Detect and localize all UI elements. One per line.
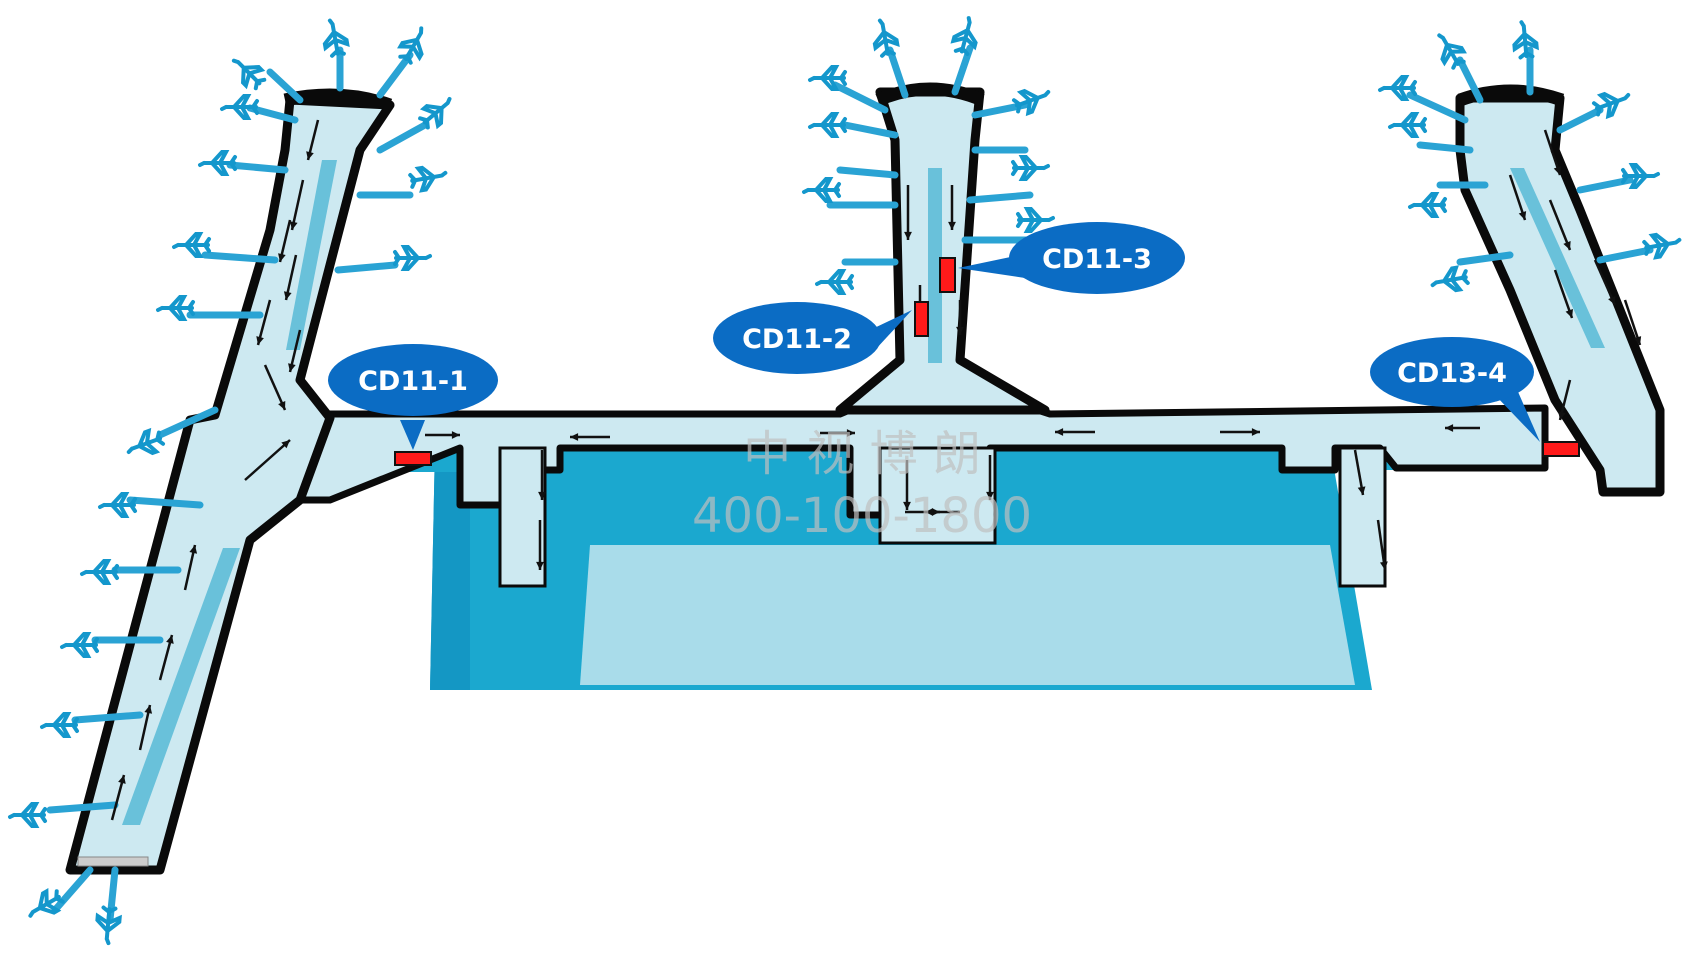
- airplane-icon: [1010, 81, 1055, 119]
- arrowhead: [1518, 211, 1527, 220]
- arrowhead: [283, 291, 292, 300]
- arrowhead: [538, 491, 546, 500]
- arrowhead: [1251, 428, 1260, 436]
- ad-marker-cd11-1[interactable]: [394, 451, 432, 466]
- flow-arrow-icon: [263, 364, 287, 411]
- airplane-icon: [1641, 229, 1684, 261]
- arrowhead: [903, 501, 911, 510]
- flow-arrow-icon: [1548, 199, 1572, 251]
- callout-label: CD11-2: [742, 324, 852, 355]
- watermark-brand: 中 视 博 朗: [743, 426, 981, 482]
- arrowhead: [1445, 424, 1454, 432]
- central-hall: [430, 445, 1372, 690]
- main-concourse: [296, 394, 1549, 588]
- airplane-icon: [8, 802, 47, 828]
- callout-label: CD13-4: [1397, 358, 1507, 389]
- airplane-icon: [220, 94, 259, 120]
- arrowhead: [288, 363, 296, 372]
- arrowhead: [925, 508, 934, 516]
- airplane-icon: [1408, 192, 1447, 218]
- arrowhead: [256, 336, 264, 345]
- arrowhead: [1379, 561, 1388, 570]
- arrowhead: [451, 431, 460, 439]
- airplane-icon: [869, 16, 901, 59]
- airplane-icon: [815, 269, 854, 295]
- airplane-icon: [93, 905, 123, 946]
- airplane-icon: [1388, 112, 1427, 138]
- airplane-icon: [393, 245, 432, 271]
- callout-label: CD11-1: [358, 366, 468, 397]
- ad-marker-cd13-4[interactable]: [1542, 441, 1580, 457]
- callout-label: CD11-3: [1042, 244, 1152, 275]
- arrowhead: [278, 253, 286, 262]
- center-pier: [835, 82, 1050, 415]
- airplane-icon: [407, 162, 450, 194]
- arrowhead: [1565, 309, 1573, 318]
- arrowhead: [1558, 411, 1566, 420]
- flow-arrow-icon: [1553, 269, 1574, 319]
- right-pier: [1455, 84, 1665, 497]
- airplane-icon: [802, 177, 841, 203]
- watermark: 中 视 博 朗 400-100-1800: [692, 426, 1032, 544]
- arrowhead: [1055, 428, 1064, 436]
- ad-marker-cd11-3[interactable]: [939, 257, 956, 293]
- arrowhead: [306, 151, 314, 160]
- airplane-icon: [60, 632, 99, 658]
- flow-arrow-icon: [290, 179, 305, 231]
- arrowhead: [278, 401, 286, 410]
- arrowhead: [1357, 486, 1366, 495]
- arrowhead: [904, 231, 912, 240]
- arrowhead: [289, 221, 298, 230]
- airplane-icon: [198, 150, 237, 176]
- airplane-icon: [40, 712, 79, 738]
- arrowhead: [144, 705, 153, 714]
- arrowhead: [1633, 336, 1642, 345]
- airplane-icon: [227, 51, 267, 91]
- left-pier-gates: [8, 16, 460, 946]
- center-pier-gates: [802, 13, 1055, 295]
- watermark-phone: 400-100-1800: [692, 488, 1032, 544]
- ad-marker-cd11-2[interactable]: [914, 301, 929, 337]
- callout-cd11-1[interactable]: CD11-1: [328, 344, 498, 450]
- callout-cd11-3[interactable]: CD11-3: [958, 222, 1185, 294]
- airplane-icon: [1011, 155, 1050, 181]
- arrowhead: [189, 545, 198, 554]
- arrowhead: [281, 440, 290, 449]
- flow-arrows: [110, 119, 1642, 821]
- callout-cd11-2[interactable]: CD11-2: [713, 302, 912, 374]
- arrowhead: [1563, 241, 1571, 250]
- arrowhead: [166, 635, 174, 644]
- airplane-icon: [808, 112, 847, 138]
- airplane-icon: [1428, 264, 1471, 296]
- airplane-icon: [122, 425, 167, 463]
- arrowhead: [956, 326, 964, 335]
- arrowhead: [570, 433, 579, 441]
- arrowhead: [1608, 296, 1616, 305]
- airplane-icon: [1016, 207, 1055, 233]
- airplane-icon: [80, 559, 119, 585]
- arrowhead: [1553, 166, 1562, 175]
- ad-markers: [394, 257, 1580, 466]
- arrowhead: [986, 491, 994, 500]
- flow-arrow-icon: [1593, 259, 1617, 306]
- flow-arrow-icon: [1376, 519, 1387, 571]
- callout-cd13-4[interactable]: CD13-4: [1370, 337, 1540, 442]
- airplane-icon: [393, 21, 435, 68]
- airplane-icon: [1590, 84, 1635, 122]
- arrowhead: [536, 561, 544, 570]
- right-pier-gates: [1378, 19, 1684, 296]
- arrowhead: [948, 221, 956, 230]
- arrowhead: [118, 775, 126, 784]
- airplane-icon: [319, 16, 351, 59]
- flow-arrow-icon: [244, 439, 291, 481]
- airplane-icon: [1510, 19, 1540, 60]
- arrowhead: [846, 429, 855, 437]
